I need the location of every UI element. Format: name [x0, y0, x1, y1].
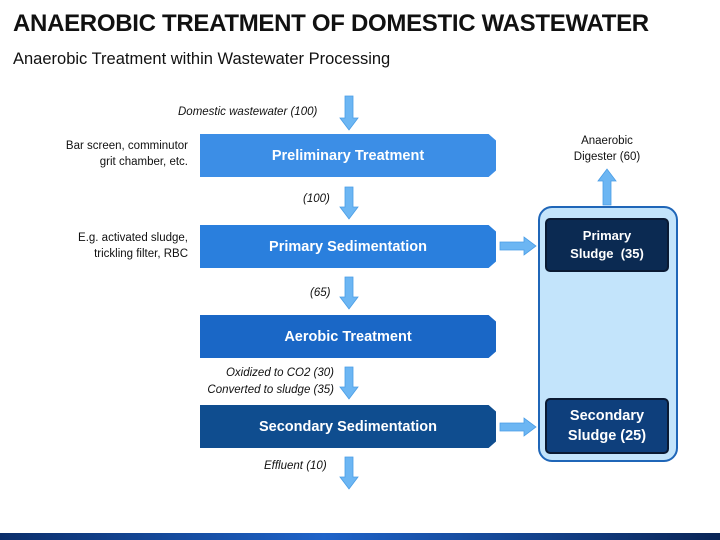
digester-label-line2: Digester (60) — [573, 151, 641, 163]
primary-sludge-line2: Sludge (35) — [570, 246, 644, 261]
page-subtitle: Anaerobic Treatment within Wastewater Pr… — [13, 50, 391, 68]
secondary-sludge-line1: Secondary — [569, 408, 645, 424]
primary-sedimentation-label: Primary Sedimentation — [269, 238, 427, 255]
primary-sludge-box: Primary Sludge (35) — [545, 218, 669, 272]
aerobic-treatment-box: Aerobic Treatment — [200, 315, 496, 358]
arrow-to-digester — [597, 168, 617, 206]
secondary-sludge-box: Secondary Sludge (25) — [545, 398, 669, 454]
arrow-aerobic-to-secondary — [339, 366, 359, 400]
aerobic-oxidized-label: Oxidized to CO2 (30) — [225, 367, 334, 379]
preliminary-note-line2: grit chamber, etc. — [99, 156, 188, 168]
arrow-effluent — [339, 456, 359, 490]
arrow-primary-to-aerobic — [339, 276, 359, 310]
secondary-sludge-line2: Sludge (25) — [567, 428, 647, 444]
preliminary-note-line1: Bar screen, comminutor — [65, 140, 188, 152]
effluent-label: Effluent (10) — [264, 460, 327, 472]
primary-sedimentation-box: Primary Sedimentation — [200, 225, 496, 268]
primary-sludge-line1: Primary — [582, 228, 632, 243]
secondary-sedimentation-label: Secondary Sedimentation — [258, 418, 438, 435]
primary-side-note: E.g. activated sludge, trickling filter,… — [20, 230, 188, 262]
anaerobic-digester-label: Anaerobic Digester (60) — [555, 133, 659, 165]
aerobic-treatment-label: Aerobic Treatment — [284, 328, 412, 345]
bottom-accent-bar — [0, 533, 720, 540]
primary-note-line1: E.g. activated sludge, — [78, 232, 188, 244]
preliminary-treatment-label: Preliminary Treatment — [271, 147, 425, 164]
preliminary-treatment-box: Preliminary Treatment — [200, 134, 496, 177]
secondary-sedimentation-box: Secondary Sedimentation — [200, 405, 496, 448]
arrow-primary-sludge — [499, 236, 537, 256]
primary-note-line2: trickling filter, RBC — [94, 248, 188, 260]
digester-label-line1: Anaerobic — [581, 135, 633, 147]
preliminary-side-note: Bar screen, comminutor grit chamber, etc… — [20, 138, 188, 170]
aerobic-converted-label: Converted to sludge (35) — [207, 384, 334, 396]
input-flow-label: Domestic wastewater (100) — [178, 106, 318, 118]
arrow-preliminary-to-primary — [339, 186, 359, 220]
preliminary-output-label: (100) — [303, 193, 330, 205]
arrow-secondary-sludge — [499, 417, 537, 437]
arrow-input — [339, 95, 359, 131]
page-title: ANAEROBIC TREATMENT OF DOMESTIC WASTEWAT… — [13, 10, 649, 37]
primary-output-label: (65) — [310, 287, 331, 299]
